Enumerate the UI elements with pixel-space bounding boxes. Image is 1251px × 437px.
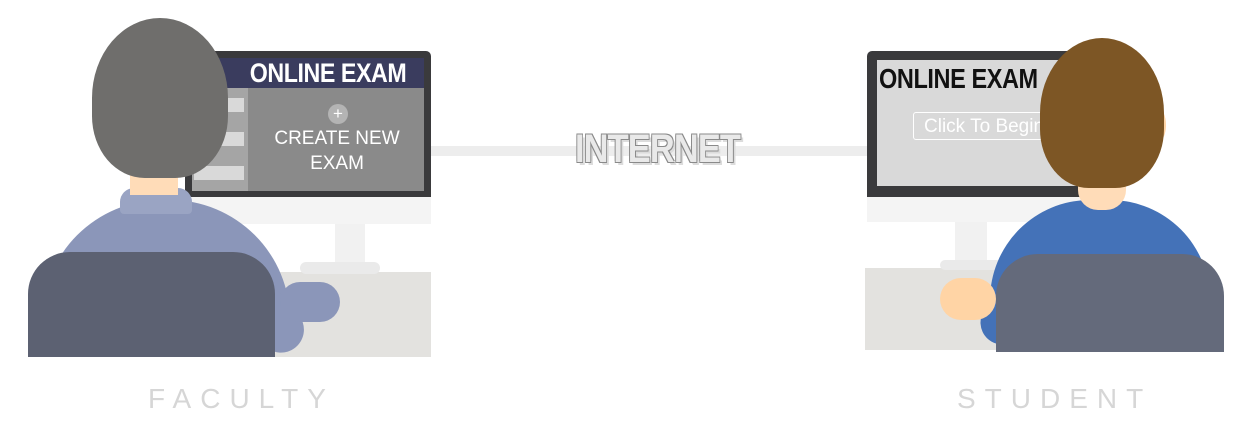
internet-connection-line	[430, 146, 870, 156]
sidebar-item	[194, 166, 244, 180]
faculty-screen-header: ONLINE EXAM	[192, 58, 424, 88]
plus-icon: +	[328, 104, 348, 124]
student-chair	[996, 254, 1224, 352]
student-monitor-base	[940, 260, 1010, 270]
faculty-screen-title: ONLINE EXAM	[249, 58, 407, 88]
faculty-monitor-stand	[335, 222, 365, 268]
student-head-icon	[1040, 38, 1164, 188]
faculty-monitor-base	[300, 262, 380, 274]
faculty-hand	[280, 282, 340, 322]
create-new-exam-button: CREATE NEW EXAM	[274, 128, 400, 174]
student-screen-title: ONLINE EXAM	[879, 63, 1038, 94]
student-monitor-stand	[955, 220, 987, 266]
student-label: STUDENT	[957, 383, 1153, 414]
faculty-head-icon	[92, 18, 228, 178]
faculty-chair	[28, 252, 275, 357]
internet-label: INTERNET	[574, 126, 741, 171]
student-hand	[940, 278, 996, 320]
faculty-label: FACULTY	[148, 383, 335, 414]
